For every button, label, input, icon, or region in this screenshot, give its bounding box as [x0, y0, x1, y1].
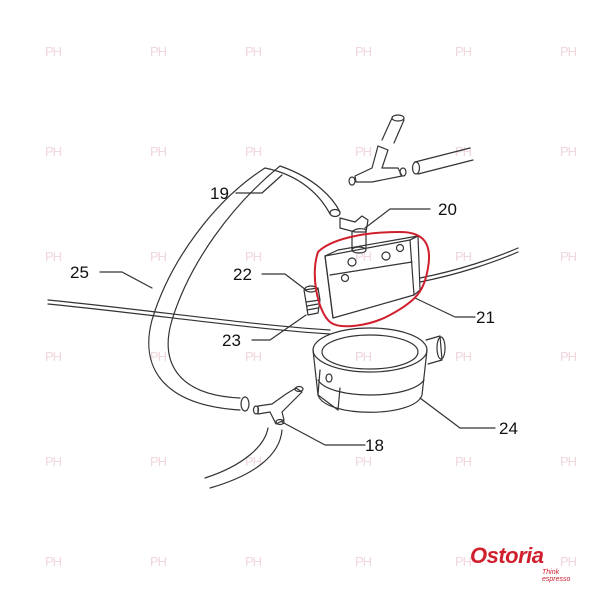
top-tube: [381, 117, 405, 144]
watermark-mark: PH: [560, 144, 577, 159]
watermark-mark: PH: [355, 454, 372, 469]
watermark-mark: PH: [560, 554, 577, 569]
leader-21: [414, 297, 476, 318]
leader-23: [251, 314, 307, 341]
part-25-thin-tube-b: [47, 303, 331, 335]
watermark-mark: PH: [455, 454, 472, 469]
leader-18: [281, 421, 366, 446]
part-25-thin-tube-right-b: [419, 251, 519, 283]
watermark-mark: PH: [45, 144, 62, 159]
logo-tagline: Think espresso: [542, 569, 571, 583]
brand-logo: Ostoria Think espresso: [470, 543, 586, 583]
watermark-mark: PH: [560, 454, 577, 469]
watermark-mark: PH: [455, 554, 472, 569]
watermark-mark: PH: [245, 454, 262, 469]
part-20-nozzle: [351, 228, 367, 251]
watermark-mark: PH: [45, 44, 62, 59]
watermark-mark: PH: [455, 249, 472, 264]
watermark-mark: PH: [45, 454, 62, 469]
part-19-hose-end: [240, 396, 250, 412]
leader-25: [99, 271, 153, 289]
logo-wordmark: Ostoria: [470, 543, 544, 568]
leader-20: [364, 208, 431, 229]
watermark-mark: PH: [45, 349, 62, 364]
watermark-mark: PH: [245, 554, 262, 569]
watermark-mark: PH: [150, 249, 167, 264]
watermark-mark: PH: [45, 554, 62, 569]
leader-19: [235, 174, 283, 194]
lower-hose: [204, 427, 283, 489]
part-18-y-connector: [257, 387, 303, 425]
label-20: 20: [438, 200, 457, 219]
watermark-mark: PH: [245, 44, 262, 59]
watermark-mark: PH: [245, 349, 262, 364]
watermark-mark: PH: [150, 144, 167, 159]
watermark-mark: PH: [560, 44, 577, 59]
part-19-hose-inner: [167, 165, 341, 399]
watermark-mark: PH: [560, 249, 577, 264]
watermark-mark: PH: [355, 554, 372, 569]
watermark-mark: PH: [45, 249, 62, 264]
label-24: 24: [499, 419, 518, 438]
leader-22: [261, 273, 307, 291]
watermark-mark: PH: [355, 349, 372, 364]
watermark-mark: PH: [560, 349, 577, 364]
part-24-cup-body: [312, 349, 428, 413]
watermark-mark: PH: [355, 144, 372, 159]
right-hose: [414, 147, 474, 175]
watermark-mark: PH: [455, 44, 472, 59]
leader-24: [419, 397, 496, 429]
part-25-thin-tube: [47, 299, 331, 331]
watermark-mark: PH: [355, 44, 372, 59]
part-25-thin-tube-right: [419, 247, 519, 279]
highlight-outline: [313, 230, 430, 328]
watermark-mark: PH: [245, 144, 262, 159]
label-19: 19: [210, 184, 229, 203]
watermark-mark: PH: [150, 349, 167, 364]
label-22: 22: [233, 265, 252, 284]
label-23: 23: [222, 331, 241, 350]
watermark-mark: PH: [245, 249, 262, 264]
label-18: 18: [365, 436, 384, 455]
watermark-mark: PH: [150, 44, 167, 59]
part-24-fitting: [425, 335, 443, 365]
watermark-mark: PH: [150, 454, 167, 469]
label-25: 25: [70, 263, 89, 282]
part-24-mount-plate: [317, 369, 341, 411]
label-21: 21: [476, 308, 495, 327]
watermark-mark: PH: [455, 349, 472, 364]
watermark-mark: PH: [150, 554, 167, 569]
part-19-hose-top-end: [329, 208, 341, 218]
top-y-connector: [354, 145, 403, 183]
